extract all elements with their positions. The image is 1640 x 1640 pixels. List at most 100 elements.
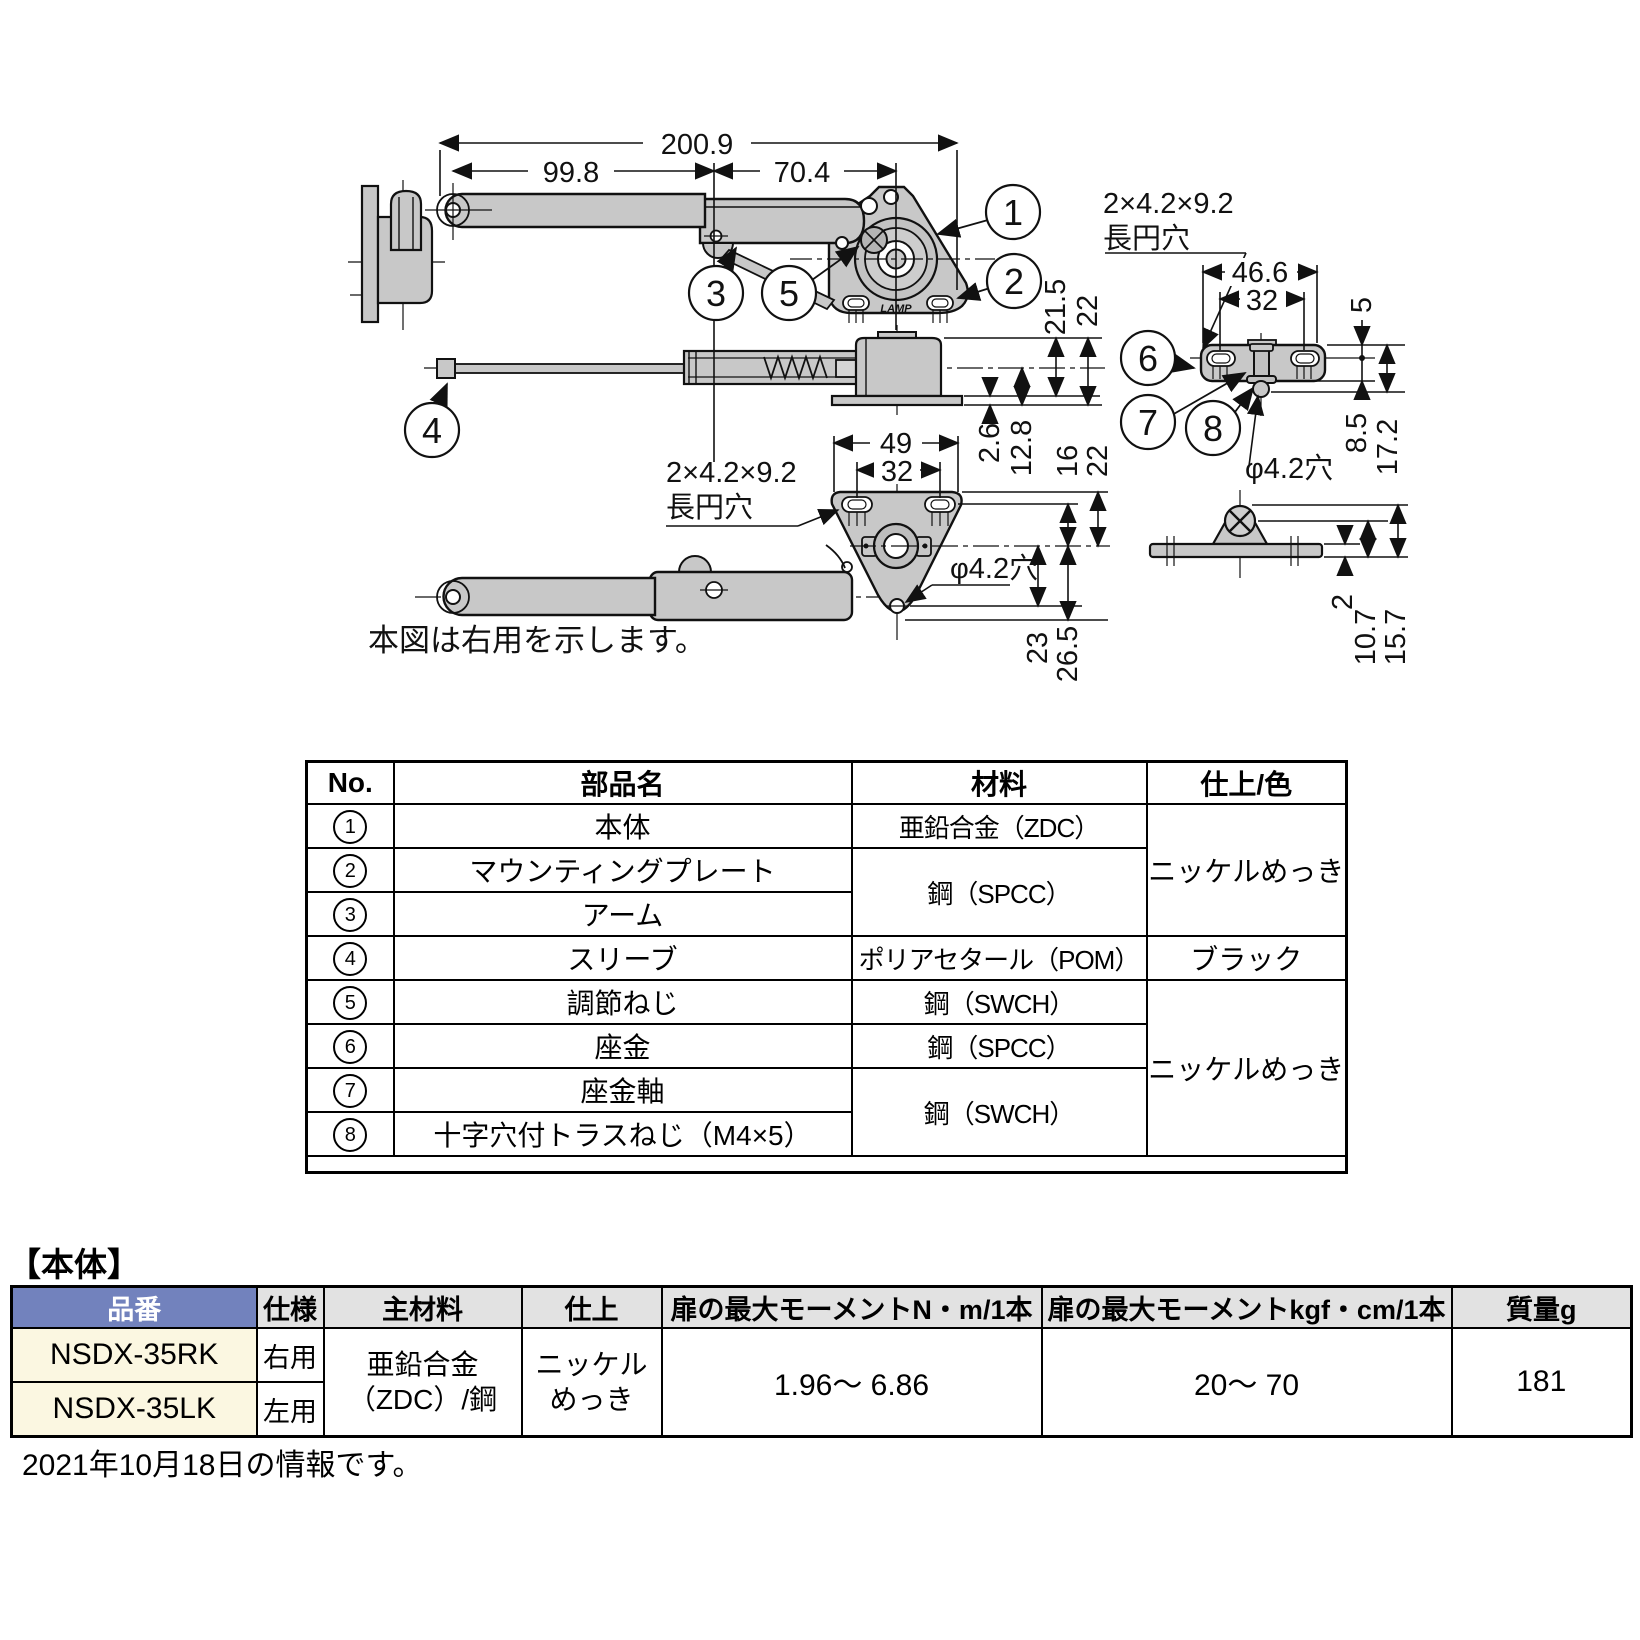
parts-header-material: 材料	[850, 760, 1148, 805]
technical-drawing: LAMP	[348, 127, 1412, 682]
drawing-note: 本図は右用を示します。	[368, 623, 706, 658]
part-no-6: 6	[333, 1030, 368, 1064]
dim-32: 32	[881, 456, 913, 488]
label-oblong-spec-right: 2×4.2×9.2	[1103, 188, 1234, 220]
parts-row-8: 8 十字穴付トラスねじ（M4×5）	[305, 1111, 1347, 1157]
spec-header-material: 主材料	[322, 1285, 523, 1329]
dim-2s: 2	[1327, 594, 1359, 610]
spec-mass: 181	[1450, 1327, 1633, 1438]
parts-header-no: No.	[305, 760, 395, 805]
callout-8: 8	[1203, 408, 1223, 449]
washer-side-view	[1148, 490, 1324, 578]
part-name-8: 十字穴付トラスねじ（M4×5）	[392, 1111, 853, 1157]
dim-2-6: 2.6	[974, 423, 1006, 463]
part-name-6: 座金	[392, 1023, 853, 1069]
spec-moment-nm: 1.96～ 6.86	[660, 1327, 1043, 1438]
parts-row-6: 6 座金 鋼（SPCC）	[305, 1023, 1347, 1069]
part-no-1: 1	[333, 810, 368, 844]
dim-22b: 22	[1082, 445, 1114, 477]
dim-32r: 32	[1246, 285, 1278, 317]
part-material-5: 鋼（SWCH）	[850, 979, 1148, 1025]
bottom-view	[415, 455, 1110, 640]
parts-row-3: 3 アーム	[305, 891, 1347, 937]
spec-header-side: 仕様	[255, 1285, 325, 1329]
label-hole-right: φ4.2穴	[1245, 452, 1333, 485]
callout-3: 3	[706, 273, 726, 314]
spec-row-rk: NSDX-35RK 右用 亜鉛合金 （ZDC）/鋼 ニッケル めっき 1.96～…	[10, 1327, 1633, 1438]
part-material-4: ポリアセタール（POM）	[850, 935, 1148, 981]
spec-side-lk: 左用	[255, 1381, 325, 1438]
dim-15-7: 15.7	[1380, 609, 1412, 665]
part-name-7: 座金軸	[392, 1067, 853, 1113]
callout-5: 5	[779, 273, 799, 314]
label-oblong-name-bottom: 長円穴	[666, 491, 753, 524]
callout-numbers: 1 2 3 4 5 6 7 8	[422, 192, 1223, 451]
part-name-2: マウンティングプレート	[392, 847, 853, 893]
callouts	[403, 183, 1255, 459]
part-no-7: 7	[333, 1074, 368, 1108]
part-name-3: アーム	[392, 891, 853, 937]
dim-5: 5	[1346, 297, 1378, 313]
spec-header-model: 品番	[10, 1285, 258, 1329]
part-no-8: 8	[333, 1118, 368, 1152]
spec-model-rk: NSDX-35RK	[10, 1327, 258, 1383]
spec-header-moment-kgf: 扉の最大モーメントkgf・cm/1本	[1040, 1285, 1453, 1329]
spec-row-lk: NSDX-35LK 左用	[10, 1381, 1632, 1438]
parts-header-finish: 仕上/色	[1145, 760, 1348, 805]
callout-4: 4	[422, 410, 442, 451]
parts-spacer-row	[306, 1155, 1347, 1174]
spec-finish: ニッケル めっき	[520, 1327, 663, 1438]
part-finish-5-8: ニッケルめっき	[1145, 979, 1348, 1157]
spec-table: 品番 仕様 主材料 仕上 扉の最大モーメントN・m/1本 扉の最大モーメントkg…	[10, 1285, 1633, 1438]
part-name-4: スリーブ	[392, 935, 853, 981]
dim-21-5: 21.5	[1040, 279, 1072, 335]
label-hole-bottom: φ4.2穴	[950, 552, 1038, 585]
spec-material: 亜鉛合金 （ZDC）/鋼	[322, 1327, 523, 1438]
footer-note: 2021年10月18日の情報です。	[22, 1449, 423, 1482]
part-finish-1-3: ニッケルめっき	[1145, 803, 1348, 937]
dim-17-2: 17.2	[1372, 419, 1404, 475]
dim-46-6: 46.6	[1232, 257, 1288, 289]
part-finish-4: ブラック	[1145, 935, 1348, 981]
parts-table: No. 部品名 材料 仕上/色 1 本体 亜鉛合金（ZDC） ニッケルめっき 2…	[305, 760, 1348, 1174]
middle-view	[424, 325, 1105, 415]
dim-total: 200.9	[661, 129, 734, 161]
spec-header-mass: 質量g	[1450, 1285, 1633, 1329]
part-no-2: 2	[333, 854, 368, 888]
parts-row-4: 4 スリーブ ポリアセタール（POM） ブラック	[305, 935, 1348, 981]
dim-26-5: 26.5	[1052, 626, 1084, 682]
dim-22: 22	[1072, 295, 1104, 327]
dim-49: 49	[880, 428, 912, 460]
part-name-1: 本体	[392, 803, 853, 849]
part-no-4: 4	[333, 942, 368, 976]
callout-6: 6	[1138, 338, 1158, 379]
parts-row-7: 7 座金軸 鋼（SWCH）	[305, 1067, 1347, 1157]
dimension-labels: 200.9 99.8 70.4 21.5 22 2.6 12.8 16 22 2…	[368, 127, 1412, 682]
dim-10-7: 10.7	[1350, 609, 1382, 665]
part-no-3: 3	[333, 898, 368, 932]
part-material-2-3: 鋼（SPCC）	[850, 847, 1148, 937]
side-view-left	[348, 180, 445, 330]
label-oblong-spec-bottom: 2×4.2×9.2	[666, 457, 797, 489]
washer-view	[1190, 333, 1375, 416]
spec-moment-kgf: 20～ 70	[1040, 1327, 1453, 1438]
label-oblong-name-right: 長円穴	[1103, 222, 1190, 255]
part-name-5: 調節ねじ	[392, 979, 853, 1025]
parts-header-name: 部品名	[392, 760, 853, 805]
part-material-7-8: 鋼（SWCH）	[850, 1067, 1148, 1157]
part-no-5: 5	[333, 986, 368, 1020]
callout-2: 2	[1004, 261, 1024, 302]
spec-header-row: 品番 仕様 主材料 仕上 扉の最大モーメントN・m/1本 扉の最大モーメントkg…	[10, 1285, 1633, 1329]
dim-23: 23	[1022, 632, 1054, 664]
dim-12-8: 12.8	[1006, 420, 1038, 476]
parts-row-2: 2 マウンティングプレート 鋼（SPCC）	[305, 847, 1347, 937]
spec-header-moment-nm: 扉の最大モーメントN・m/1本	[660, 1285, 1043, 1329]
spec-side-rk: 右用	[255, 1327, 325, 1383]
dim-8-5: 8.5	[1341, 413, 1373, 453]
parts-header-row: No. 部品名 材料 仕上/色	[305, 760, 1348, 805]
parts-row-1: 1 本体 亜鉛合金（ZDC） ニッケルめっき	[305, 803, 1348, 937]
spec-header-finish: 仕上	[520, 1285, 663, 1329]
callout-7: 7	[1138, 402, 1158, 443]
part-material-1: 亜鉛合金（ZDC）	[850, 803, 1148, 849]
